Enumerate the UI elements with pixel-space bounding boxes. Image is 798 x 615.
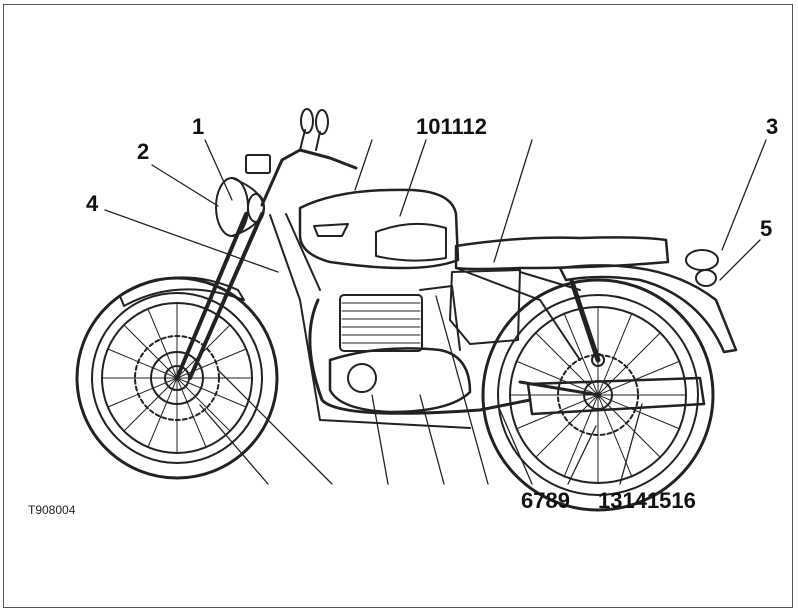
exhaust — [308, 298, 706, 416]
callout-1: 1 — [192, 114, 205, 139]
front-fender — [119, 276, 245, 307]
fuel-tank — [298, 188, 460, 270]
callout-2: 2 — [137, 139, 150, 164]
frame-tubes — [269, 213, 581, 429]
callout-101112: 101112 — [416, 114, 487, 139]
callout-5: 5 — [760, 216, 773, 241]
handlebar — [245, 108, 358, 207]
leader-lines — [104, 139, 767, 485]
callout-6789: 6789 — [521, 488, 570, 513]
rear-fender — [558, 249, 738, 354]
side-panel — [449, 269, 521, 345]
callout-4: 4 — [86, 191, 99, 216]
rear-suspension — [518, 279, 605, 397]
callout-3: 3 — [766, 114, 779, 139]
figure-reference: T908004 — [28, 503, 76, 517]
seat — [454, 236, 670, 271]
callout-13141516: 13141516 — [598, 488, 696, 513]
figure-frame — [3, 4, 793, 608]
engine — [328, 285, 472, 414]
headlamp — [215, 177, 265, 237]
front-fork — [175, 212, 264, 380]
